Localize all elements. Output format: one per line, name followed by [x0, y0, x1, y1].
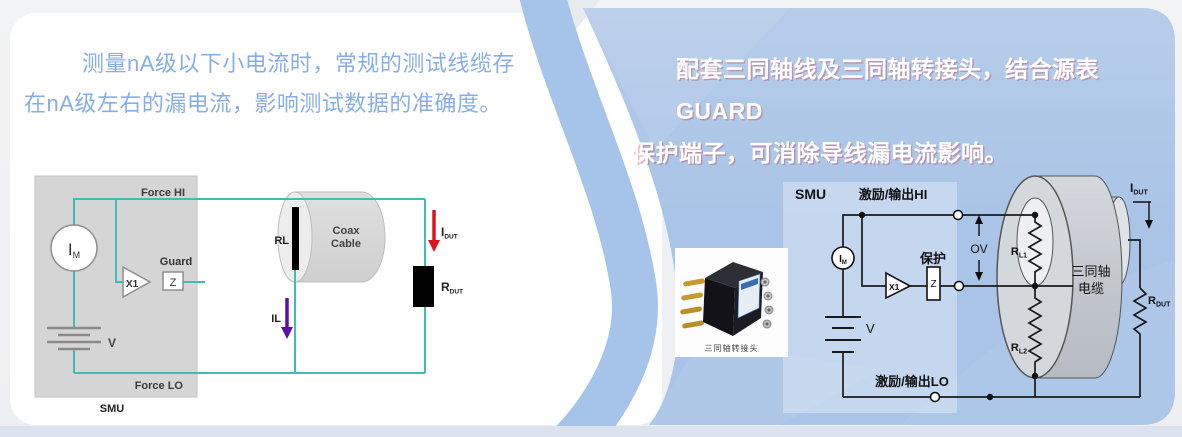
coax-label-line2: Cable [331, 238, 361, 250]
force-hi-label: Force HI [141, 187, 185, 199]
current-meter-symbol [50, 224, 98, 272]
rdut-label: RDUT [441, 280, 463, 296]
junction-dots [858, 211, 1039, 401]
output-hi-label: 激励/输出HI [859, 187, 928, 202]
left-description-line2: 在nA级左右的漏电流，影响测试数据的准确度。 [24, 91, 502, 116]
cable-label-line1: 三同轴 [1071, 264, 1110, 279]
battery-symbol [47, 326, 101, 351]
rl-leakage-resistor [292, 207, 299, 270]
im-label: IM [839, 254, 847, 266]
rl2-label: RL2 [1011, 342, 1027, 356]
battery-symbol [825, 316, 861, 353]
current-meter-symbol [831, 246, 855, 270]
right-description-line1: 配套三同轴线及三同轴转接头，结合源表GUARD [676, 56, 1099, 124]
curved-stripe [519, 0, 658, 437]
right-description: 配套三同轴线及三同轴转接头，结合源表GUARD 保护端子，可消除导线漏电流影响。 [632, 48, 1160, 174]
coax-label-line1: Coax [333, 225, 361, 237]
z-impedance-box [162, 271, 184, 291]
triax-adapter-image [680, 262, 774, 336]
terminal-circles [929, 209, 965, 403]
rl1-label: RL1 [1011, 246, 1027, 260]
guard-label: Guard [160, 256, 192, 268]
il-label: IL [271, 313, 281, 325]
z-impedance-box [926, 266, 941, 301]
idut-label: IDUT [1130, 181, 1148, 197]
left-description: 测量nA级以下小电流时，常规的测试线缆存 在nA级左右的漏电流，影响测试数据的准… [24, 44, 546, 124]
ov-label: OV [970, 242, 987, 256]
x1-amplifier-symbol [122, 265, 152, 299]
panel-facet [583, 8, 790, 150]
adapter-label [737, 273, 761, 319]
triax-adapter-photo: 三同轴转接头 [675, 248, 788, 357]
panel-facet [649, 340, 880, 425]
gold-pins [680, 278, 705, 329]
zero-volt-annotation [975, 215, 983, 281]
smu-label: SMU [100, 403, 125, 415]
il-current-arrow [281, 298, 293, 339]
rdut-label: RDUT [1148, 295, 1171, 309]
x1-label: X1 [126, 279, 139, 290]
triax-connectors [760, 277, 774, 329]
footer-strip [0, 426, 1182, 437]
force-lo-label: Force LO [135, 380, 184, 392]
x1-label: X1 [889, 282, 900, 292]
smu-label: SMU [795, 186, 826, 202]
triax-guard-circuit-diagram: V IM X1 Z 保护 OV SMU 激励/输出HI 激励/输出LO [783, 175, 1171, 413]
cable-label-line2: 电缆 [1078, 281, 1104, 296]
circuit-wires [73, 198, 426, 374]
z-label: Z [930, 279, 936, 290]
voltage-label: V [108, 336, 116, 350]
z-label: Z [170, 277, 177, 289]
voltage-label: V [866, 321, 875, 336]
x1-amplifier-symbol [885, 271, 912, 300]
idut-current-arrow [1133, 201, 1153, 229]
adapter-caption: 三同轴转接头 [704, 344, 759, 353]
leakage-circuit-diagram: V IM X1 Guard Z Force HI Force LO SMU RL… [34, 175, 463, 415]
rl-label: RL [274, 235, 289, 247]
left-description-line1: 测量nA级以下小电流时，常规的测试线缆存 [82, 51, 515, 76]
idut-current-arrow [428, 210, 440, 252]
rdut-resistor [413, 266, 434, 307]
im-label: IM [68, 240, 80, 260]
idut-label: IDUT [441, 225, 458, 241]
protect-label: 保护 [919, 251, 946, 266]
right-description-line2: 保护端子，可消除导线漏电流影响。 [632, 140, 1008, 166]
output-lo-label: 激励/输出LO [875, 374, 949, 389]
